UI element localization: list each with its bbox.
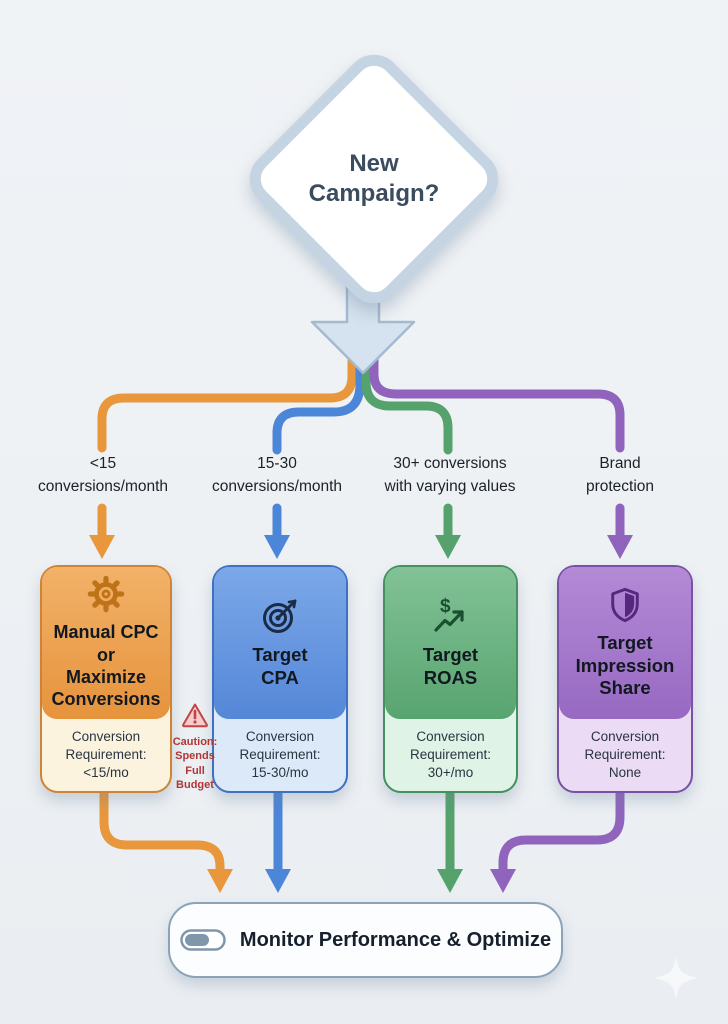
condition-line: protection [585, 478, 655, 496]
toggle-icon [180, 929, 226, 951]
condition-line: 30+ conversions [393, 455, 507, 472]
conversion-requirement: Conversion Requirement: <15/mo [42, 719, 170, 791]
caution-line: Full [185, 764, 205, 777]
branch-line-purple [369, 353, 625, 453]
branch-line-blue [272, 355, 365, 455]
shield-icon [611, 587, 639, 622]
card-top-target-roas: $ Target ROAS [385, 567, 516, 719]
card-top-target-cpa: Target CPA [214, 567, 346, 719]
monitor-performance-node: Monitor Performance & Optimize [168, 902, 563, 978]
arrow-to-footer-orange [99, 785, 225, 876]
branch-condition-brand: Brand protection [540, 452, 700, 499]
condition-line: <15 [89, 455, 117, 472]
arrowhead-purple [607, 535, 633, 559]
requirement-value: 30+/mo [427, 764, 474, 780]
requirement-value: <15/mo [83, 764, 129, 780]
arrowhead-footer-purple [490, 869, 516, 893]
caution-note: Caution: Spends Full Budget [164, 702, 226, 792]
footer-label: Monitor Performance & Optimize [239, 928, 552, 951]
arrowhead-footer-blue [265, 869, 291, 893]
title-line: Maximize [65, 667, 147, 687]
condition-line: conversions/month [37, 478, 169, 496]
title-line: CPA [261, 667, 299, 688]
title-line: Share [599, 677, 651, 699]
caution-line: Spends [175, 750, 215, 763]
condition-line: with varying values [384, 478, 516, 496]
card-title: Manual CPC or Maximize Conversions [51, 621, 160, 710]
arrowhead-green [435, 535, 461, 559]
decision-node-inner: New Campaign? [289, 94, 459, 264]
strategy-card-manual-cpc: Manual CPC or Maximize Conversions Conve… [40, 565, 172, 793]
caution-line: Budget [176, 778, 214, 791]
requirement-value: 15-30/mo [251, 764, 309, 780]
arrowhead-blue [264, 535, 290, 559]
branch-condition-15-30: 15-30 conversions/month [182, 452, 372, 499]
card-top-impression-share: Target Impression Share [559, 567, 691, 719]
conversion-requirement: Conversion Requirement: 15-30/mo [214, 719, 346, 791]
title-line: Target [252, 644, 308, 666]
branch-condition-30-plus: 30+ conversions with varying values [350, 452, 550, 499]
title-line: Conversions [51, 689, 161, 710]
card-title: Target ROAS [423, 644, 478, 690]
dollar-trend-icon: $ [433, 596, 464, 632]
condition-line: 15-30 [257, 455, 297, 472]
conversion-requirement: Conversion Requirement: 30+/mo [385, 719, 516, 791]
target-icon [263, 599, 297, 634]
requirement-label: Conversion Requirement: [584, 729, 666, 763]
condition-line: conversions/month [211, 478, 343, 496]
svg-text:$: $ [440, 596, 451, 617]
gear-icon [87, 576, 125, 613]
requirement-label: Conversion Requirement: [239, 729, 321, 763]
warning-triangle-icon [182, 703, 208, 728]
title-line: Impression [575, 654, 675, 676]
arrowhead-footer-orange [207, 869, 233, 893]
strategy-card-target-impression-share: Target Impression Share Conversion Requi… [557, 565, 693, 793]
requirement-label: Conversion Requirement: [65, 729, 147, 763]
decision-label: New Campaign? [308, 150, 440, 207]
card-title: Target CPA [252, 644, 307, 690]
condition-line: Brand [599, 455, 641, 472]
conversion-requirement: Conversion Requirement: None [559, 719, 691, 791]
branch-condition-under-15: <15 conversions/month [8, 452, 198, 499]
branch-line-orange [97, 353, 357, 453]
title-line: Target [597, 631, 653, 653]
card-title: Target Impression Share [576, 632, 675, 701]
title-line: Manual CPC [53, 622, 159, 643]
caution-line: Caution: [172, 736, 218, 748]
strategy-card-target-roas: $ Target ROAS Conversion Requirement: 30… [383, 565, 518, 793]
branch-line-green [361, 355, 453, 455]
caution-text: Caution: Spends Full Budget [164, 735, 226, 792]
title-line: ROAS [423, 667, 478, 688]
arrow-to-footer-purple [498, 785, 625, 876]
strategy-card-target-cpa: Target CPA Conversion Requirement: 15-30… [212, 565, 348, 793]
arrowhead-orange [89, 535, 115, 559]
requirement-value: None [608, 764, 642, 780]
arrowhead-footer-green [437, 869, 463, 893]
card-top-manual-cpc: Manual CPC or Maximize Conversions [42, 567, 170, 719]
requirement-label: Conversion Requirement: [409, 729, 492, 763]
title-line: Target [422, 644, 479, 666]
title-line: or [97, 644, 115, 665]
sparkle-icon [654, 956, 698, 1000]
